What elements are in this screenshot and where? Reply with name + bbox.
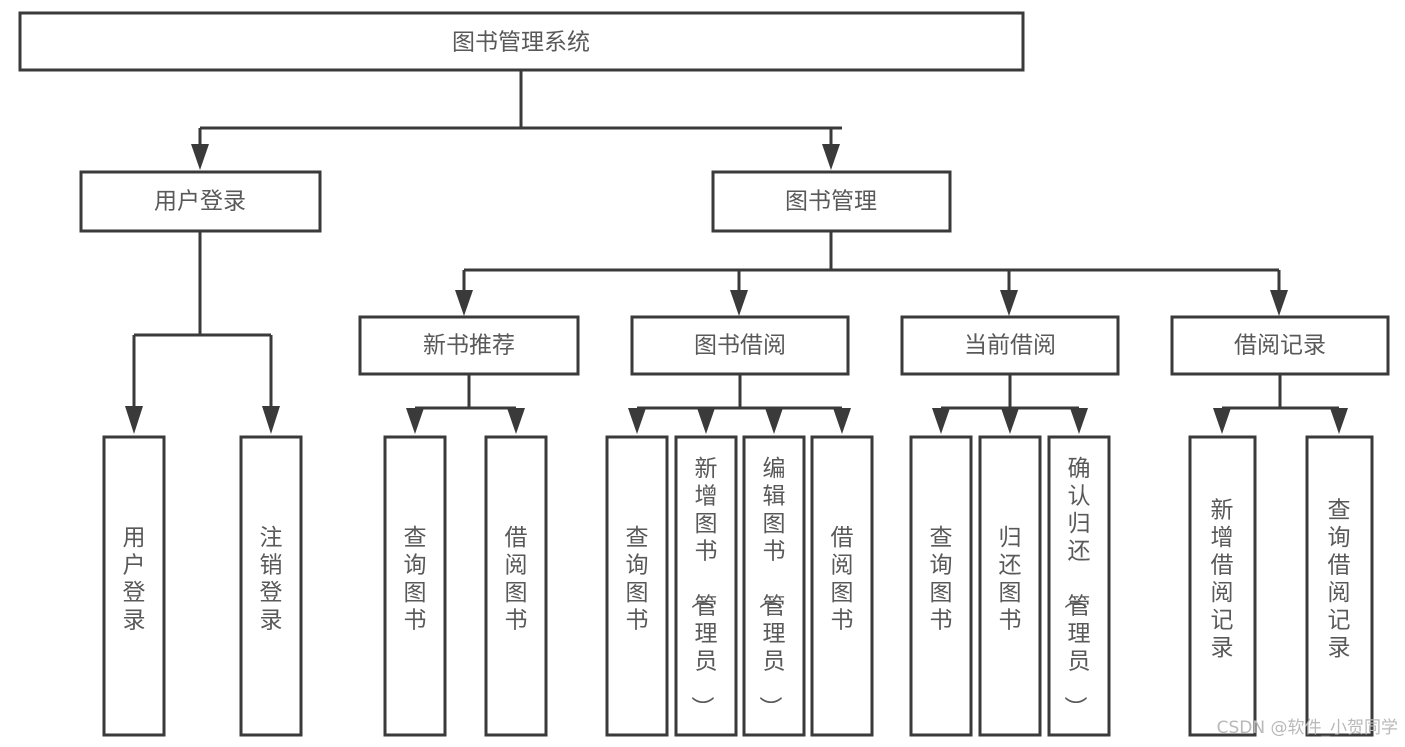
connector-current-borrow-to-leaves (932, 374, 1088, 434)
connector-book-management-to-level3 (455, 231, 1288, 316)
arrow-head-icon (822, 144, 840, 170)
connector-book-borrow-to-leaves (628, 374, 851, 434)
root-label: 图书管理系统 (452, 30, 590, 56)
arrow-head-icon (1000, 290, 1018, 316)
arrow-head-icon (833, 408, 851, 434)
current-borrow-label: 当前借阅 (964, 333, 1056, 359)
csdn-watermark: CSDN @软件_小贺同学 (1217, 718, 1398, 738)
arrow-head-icon (455, 290, 473, 316)
leaf-label: 编辑图书（管理员） (757, 456, 786, 719)
leaf-label: 查询借阅记录 (1328, 497, 1351, 661)
leaf-box[interactable] (484, 435, 548, 737)
arrow-head-icon (262, 406, 280, 434)
node-borrow-record[interactable]: 借阅记录 (1170, 315, 1390, 376)
arrow-head-icon (125, 406, 143, 434)
user-login-box[interactable] (79, 170, 322, 233)
leaf-label: 用户登录 (123, 525, 146, 634)
leaf-return-book[interactable]: 归还图书 (978, 435, 1042, 737)
leaf-box[interactable] (978, 435, 1042, 737)
leaf-label: 新增图书（管理员） (689, 456, 718, 719)
leaf-borrow-book-recommend[interactable]: 借阅图书 (484, 435, 548, 737)
root-box[interactable] (18, 11, 1025, 72)
leaf-box[interactable] (102, 435, 166, 737)
connector-borrow-record-to-leaves (1213, 374, 1348, 434)
leaf-box[interactable] (742, 435, 806, 737)
leaf-confirm-return-admin[interactable]: 确认归还（管理员） (1047, 435, 1111, 737)
node-root[interactable]: 图书管理系统 (18, 11, 1025, 72)
arrow-head-icon (765, 408, 783, 434)
book-borrow-label: 图书借阅 (694, 333, 786, 359)
node-book-management[interactable]: 图书管理 (711, 170, 952, 233)
leaf-label: 借阅图书 (505, 525, 528, 634)
borrow-record-label: 借阅记录 (1234, 333, 1326, 359)
leaf-label: 借阅图书 (831, 525, 854, 634)
leaf-query-borrow-record[interactable]: 查询借阅记录 (1305, 435, 1374, 737)
leaf-add-book-admin[interactable]: 新增图书（管理员） (674, 435, 738, 737)
node-user-login[interactable]: 用户登录 (79, 170, 322, 233)
leaf-add-borrow-record[interactable]: 新增借阅记录 (1188, 435, 1257, 737)
arrow-head-icon (697, 408, 715, 434)
leaf-box[interactable] (909, 435, 973, 737)
leaf-label: 新增借阅记录 (1211, 497, 1234, 661)
node-current-borrow[interactable]: 当前借阅 (900, 315, 1120, 376)
leaf-label: 归还图书 (999, 525, 1022, 634)
leaf-user-login[interactable]: 用户登录 (102, 435, 166, 737)
arrow-head-icon (932, 408, 950, 434)
arrow-head-icon (1070, 408, 1088, 434)
arrow-head-icon (1270, 290, 1288, 316)
leaf-query-book-current[interactable]: 查询图书 (909, 435, 973, 737)
node-new-book-recommend[interactable]: 新书推荐 (358, 315, 580, 376)
leaf-query-book[interactable]: 查询图书 (605, 435, 669, 737)
leaf-box[interactable] (1188, 435, 1257, 737)
new-book-recommend-box[interactable] (358, 315, 580, 376)
arrow-head-icon (628, 408, 646, 434)
connector-root-to-level2 (191, 70, 842, 170)
leaf-box[interactable] (383, 435, 447, 737)
leaf-box[interactable] (239, 435, 303, 737)
book-management-label: 图书管理 (785, 189, 877, 215)
leaf-query-book-recommend[interactable]: 查询图书 (383, 435, 447, 737)
new-book-recommend-label: 新书推荐 (423, 333, 515, 359)
leaf-logout[interactable]: 注销登录 (239, 435, 303, 737)
connector-user-login-to-leaves (125, 231, 280, 434)
leaf-label: 查询图书 (626, 525, 649, 634)
current-borrow-box[interactable] (900, 315, 1120, 376)
arrow-head-icon (1213, 408, 1231, 434)
arrow-head-icon (1001, 408, 1019, 434)
arrow-head-icon (730, 290, 748, 316)
leaf-box[interactable] (674, 435, 738, 737)
node-book-borrow[interactable]: 图书借阅 (630, 315, 850, 376)
user-login-label: 用户登录 (154, 189, 246, 215)
arrow-head-icon (406, 408, 424, 434)
leaf-label: 查询图书 (930, 525, 953, 634)
leaf-label: 注销登录 (260, 525, 283, 634)
arrow-head-icon (507, 408, 525, 434)
leaf-box[interactable] (605, 435, 669, 737)
leaf-label: 确认归还（管理员） (1062, 456, 1091, 719)
leaf-label: 查询图书 (404, 525, 427, 634)
arrow-head-icon (1330, 408, 1348, 434)
arrow-head-icon (191, 144, 209, 170)
leaf-edit-book-admin[interactable]: 编辑图书（管理员） (742, 435, 806, 737)
leaf-borrow-book[interactable]: 借阅图书 (810, 435, 874, 737)
leaf-box[interactable] (1305, 435, 1374, 737)
leaf-box[interactable] (1047, 435, 1111, 737)
leaf-box[interactable] (810, 435, 874, 737)
connector-new-book-recommend-to-leaves (406, 374, 525, 434)
